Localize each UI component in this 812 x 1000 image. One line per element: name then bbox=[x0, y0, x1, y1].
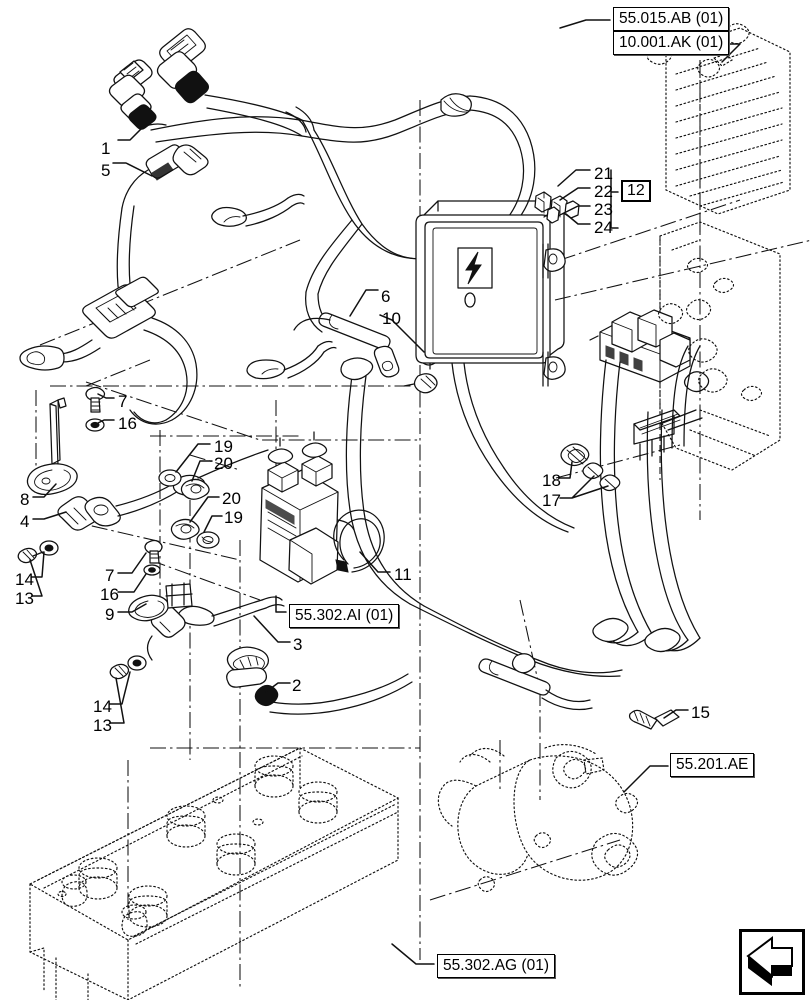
ref-10-001-ak[interactable]: 10.001.AK (01) bbox=[613, 31, 730, 55]
bolt-7-lower bbox=[143, 539, 163, 576]
cable-tie-11 bbox=[333, 509, 385, 573]
leader-lines bbox=[29, 19, 741, 965]
hardware-17-18 bbox=[560, 443, 621, 492]
callout-18: 18 bbox=[542, 471, 561, 490]
callout-2: 2 bbox=[292, 676, 302, 695]
screw-13-washer-14-lower bbox=[109, 655, 147, 680]
harness-upper-left bbox=[108, 28, 472, 313]
ref-55-302-ai[interactable]: 55.302.AI (01) bbox=[289, 604, 400, 628]
starter-motor bbox=[429, 740, 639, 901]
ref-55-201-ae[interactable]: 55.201.AE bbox=[670, 753, 755, 777]
view-direction-arrow-glyph bbox=[746, 936, 793, 986]
callout-13b: 13 bbox=[93, 716, 112, 735]
washers-19-20-upper bbox=[158, 469, 210, 500]
callout-17: 17 bbox=[542, 491, 561, 510]
callout-9: 9 bbox=[105, 605, 115, 624]
callout-12: 12 bbox=[621, 180, 651, 202]
construction-envelope bbox=[85, 359, 420, 920]
connector-5-upper bbox=[156, 28, 209, 104]
reference-grid-panel bbox=[646, 23, 791, 215]
callout-16b: 16 bbox=[100, 585, 119, 604]
callout-3: 3 bbox=[293, 635, 303, 654]
battery-assembly bbox=[28, 747, 400, 1000]
washers-19-20-lower bbox=[170, 518, 220, 549]
battery-cell-caps bbox=[78, 755, 338, 928]
battery-cable-bundle-right bbox=[592, 345, 701, 653]
callout-15: 15 bbox=[691, 703, 710, 722]
callout-4: 4 bbox=[20, 512, 30, 531]
cable-to-starter bbox=[478, 653, 593, 711]
cable-3 bbox=[146, 596, 285, 661]
screw-13-washer-14-left bbox=[17, 540, 59, 564]
callout-6: 6 bbox=[381, 287, 391, 306]
callout-5: 5 bbox=[101, 161, 111, 180]
bracket-9 bbox=[128, 582, 193, 622]
callout-19b: 19 bbox=[224, 508, 243, 527]
connector-1 bbox=[108, 59, 167, 130]
callout-11: 11 bbox=[394, 565, 412, 584]
callout-7b: 7 bbox=[105, 566, 115, 585]
view-direction-arrow-icon bbox=[739, 929, 805, 995]
callout-7a: 7 bbox=[118, 392, 128, 411]
callout-13a: 13 bbox=[15, 589, 34, 608]
callout-10: 10 bbox=[382, 309, 401, 328]
callout-16a: 16 bbox=[118, 414, 137, 433]
bolt-7-upper bbox=[85, 386, 106, 413]
callout-14a: 14 bbox=[15, 570, 34, 589]
center-long-cable bbox=[340, 357, 623, 677]
callout-23: 23 bbox=[594, 200, 613, 219]
multi-pin-connector-block bbox=[19, 276, 198, 425]
callout-14b: 14 bbox=[93, 697, 112, 716]
ground-bracket-8 bbox=[26, 397, 78, 496]
callout-24: 24 bbox=[594, 218, 613, 237]
construction-lines bbox=[35, 60, 812, 990]
ref-55-015-ab[interactable]: 55.015.AB (01) bbox=[613, 7, 730, 31]
callout-8: 8 bbox=[20, 490, 30, 509]
callout-20a: 20 bbox=[214, 454, 233, 473]
bolt-15 bbox=[628, 709, 680, 730]
callout-19a: 19 bbox=[214, 437, 233, 456]
relay-fuse-block bbox=[589, 299, 728, 461]
callout-1: 1 bbox=[101, 139, 111, 158]
callout-21: 21 bbox=[594, 164, 613, 183]
connector-2 bbox=[226, 646, 413, 715]
junction-box-module bbox=[403, 191, 580, 533]
callout-22: 22 bbox=[594, 182, 613, 201]
ref-55-302-ag[interactable]: 55.302.AG (01) bbox=[437, 954, 555, 978]
callout-20b: 20 bbox=[222, 489, 241, 508]
ring-terminal-cables bbox=[211, 193, 337, 380]
solenoid-valve-block bbox=[259, 431, 355, 585]
connector-5 bbox=[121, 144, 209, 209]
